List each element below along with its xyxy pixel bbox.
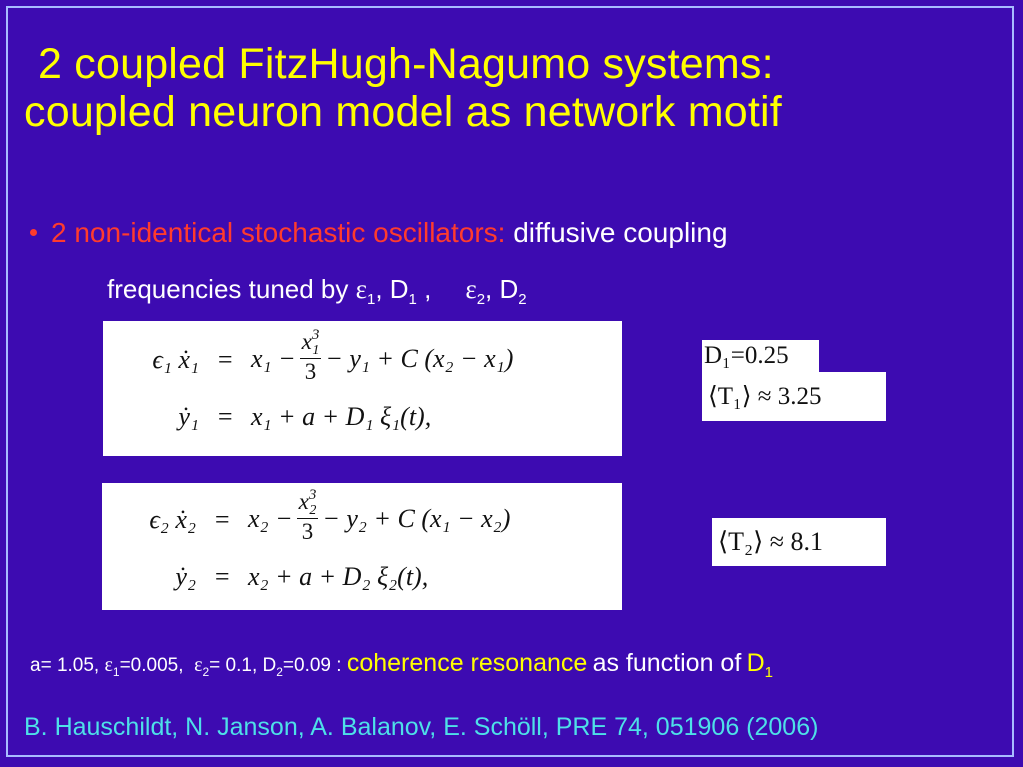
equation-2-row-2: ẏ₂ = x₂ + a + D₂ ξ₂(t), bbox=[114, 548, 622, 604]
epsilon-1-subscript: 1 bbox=[366, 291, 376, 308]
equation-1-row-2-lhs: ẏ₁ bbox=[178, 402, 199, 432]
bullet-white-text: diffusive coupling bbox=[513, 217, 728, 248]
epsilon-2-symbol: ε bbox=[465, 274, 477, 304]
coherence-resonance-text: coherence resonance bbox=[346, 649, 588, 677]
title-line-1: 2 coupled FitzHugh-Nagumo systems: bbox=[38, 40, 774, 88]
equals-sign: = bbox=[216, 345, 234, 375]
d2-symbol: D bbox=[499, 274, 519, 304]
param-d2-value: =0.09 : bbox=[282, 655, 342, 676]
frequencies-prefix: frequencies tuned by bbox=[107, 274, 349, 304]
param-epsilon-1-subscript: 1 bbox=[112, 665, 120, 679]
citation: B. Hauschildt, N. Janson, A. Balanov, E.… bbox=[24, 713, 819, 741]
frequencies-line: frequencies tuned by ε1, D1 ,ε2, D2 bbox=[107, 274, 527, 308]
d1-subscript: 1 bbox=[408, 291, 417, 308]
param-d2-subscript: 2 bbox=[276, 665, 283, 679]
equation-2-row-1-rhs-end: − y₂ + C (x₁ − x₂) bbox=[322, 503, 511, 533]
param-epsilon-1-value: =0.005, bbox=[119, 655, 184, 676]
equation-1-row-1-rhs-end: − y₁ + C (x₂ − x₁) bbox=[325, 343, 514, 373]
t1-period-box: ⟨T₁⟩ ≈ 3.25 bbox=[702, 372, 886, 421]
function-of-text: as function of bbox=[592, 649, 742, 677]
param-d1-subscript: 1 bbox=[764, 664, 773, 681]
equation-2-row-2-rhs: x₂ + a + D₂ ξ₂(t), bbox=[248, 562, 429, 592]
equals-sign: = bbox=[213, 562, 231, 592]
param-a: a= 1.05, bbox=[30, 655, 100, 676]
epsilon-1-symbol: ε bbox=[355, 274, 367, 304]
equation-1-row-1-lhs: ϵ₁ ẋ₁ bbox=[152, 345, 199, 375]
equation-1-row-1-rhs-start: x₁ − bbox=[251, 343, 296, 373]
param-epsilon-2-subscript: 2 bbox=[202, 665, 210, 679]
d1-symbol: D bbox=[389, 274, 409, 304]
fraction-numerator: x32 bbox=[296, 487, 319, 520]
equation-1-row-2-rhs: x₁ + a + D₁ ξ₁(t), bbox=[251, 402, 432, 432]
equation-2-row-1-rhs-start: x₂ − bbox=[248, 503, 293, 533]
bullet-dot-icon bbox=[30, 229, 37, 237]
param-epsilon-2-value: = 0.1, D bbox=[209, 655, 277, 676]
equation-2-row-1-lhs: ϵ₂ ẋ₂ bbox=[149, 505, 196, 535]
param-epsilon-1-symbol: ε bbox=[104, 654, 113, 676]
bullet-red-text: 2 non-identical stochastic oscillators: bbox=[51, 217, 506, 248]
equals-sign: = bbox=[213, 505, 231, 535]
fraction-denominator: 3 bbox=[304, 359, 317, 385]
equation-2-row-2-lhs: ẏ₂ bbox=[175, 562, 196, 592]
slide-title: 2 coupled FitzHugh-Nagumo systems: coupl… bbox=[24, 40, 954, 136]
d1-value-box: D₁=0.25 bbox=[702, 340, 819, 372]
bullet-item: 2 non-identical stochastic oscillators: … bbox=[30, 213, 990, 253]
equation-1-row-2: ẏ₁ = x₁ + a + D₁ ξ₁(t), bbox=[117, 388, 622, 444]
fraction-numerator: x31 bbox=[299, 327, 322, 360]
equals-sign: = bbox=[216, 402, 234, 432]
title-line-2: coupled neuron model as network motif bbox=[24, 88, 782, 136]
param-d1-symbol: D bbox=[746, 649, 765, 677]
epsilon-2-subscript: 2 bbox=[476, 291, 486, 308]
d2-subscript: 2 bbox=[518, 291, 527, 308]
fraction-denominator: 3 bbox=[301, 519, 314, 545]
parameters-line: a= 1.05, ε1=0.005, ε2= 0.1, D2=0.09 : co… bbox=[30, 643, 1000, 687]
param-epsilon-2-symbol: ε bbox=[194, 654, 203, 676]
t2-period-box: ⟨T₂⟩ ≈ 8.1 bbox=[712, 518, 886, 566]
